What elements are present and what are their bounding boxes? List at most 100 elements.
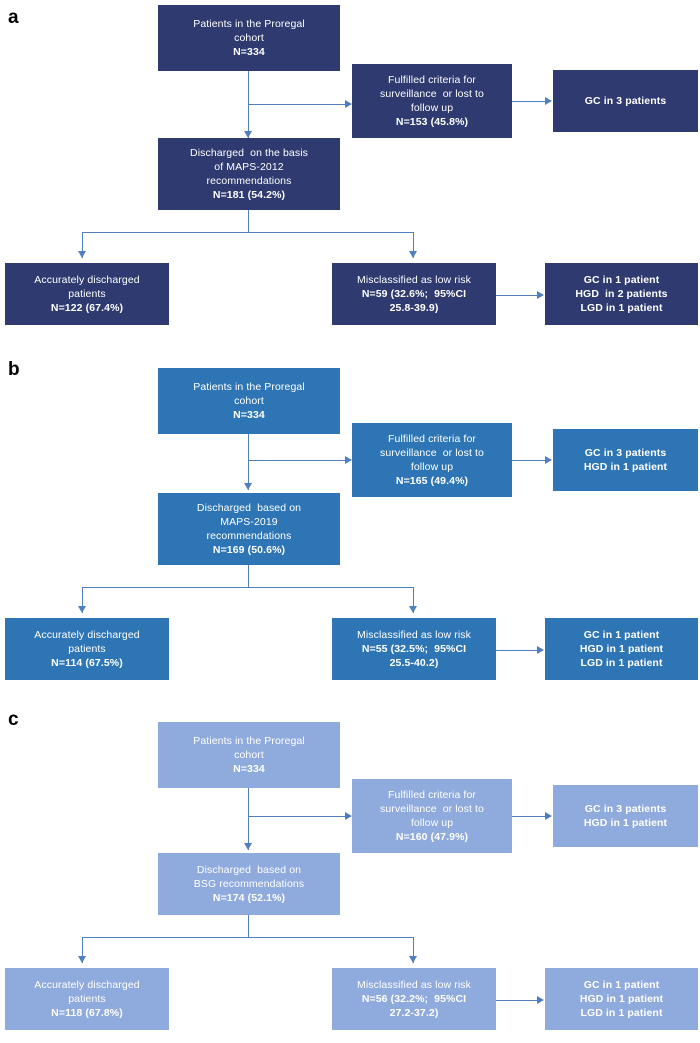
panel-b-connector-split-right — [413, 587, 414, 613]
panel-b-connector-discharged-down — [248, 565, 249, 587]
node-text-line: Patients in the Proregal — [193, 735, 305, 747]
panel-b-connector-split — [82, 587, 414, 588]
node-text-line: of MAPS-2012 — [214, 161, 284, 173]
node-text-line: LGD in 1 patient — [580, 657, 663, 669]
node-text-line: Fulfilled criteria for — [388, 74, 476, 86]
node-text-line: recommendations — [206, 175, 292, 187]
node-text-line: recommendations — [206, 530, 292, 542]
node-text-line: Fulfilled criteria for — [388, 433, 476, 445]
panel-c-arrow-to-excluded — [345, 812, 352, 820]
node-text-line: LGD in 1 patient — [580, 1007, 663, 1019]
node-text-line: HGD in 1 patient — [579, 993, 664, 1005]
panel-a-connector-split-right — [413, 232, 414, 258]
panel-c-connector-split-right — [413, 937, 414, 963]
node-text-line: N=118 (67.8%) — [51, 1007, 123, 1019]
node-text-line: HGD in 1 patient — [583, 817, 668, 829]
panel-a-arrow-to-accurate — [78, 251, 86, 258]
panel-a-letter: a — [8, 7, 19, 28]
panel-c-letter: c — [8, 709, 19, 730]
panel-a-arrow-to-misclassified — [409, 251, 417, 258]
panel-b-node-excluded: Fulfilled criteria for surveillance or lo… — [352, 423, 512, 497]
panel-b-arrow-to-discharged — [244, 483, 252, 490]
node-text-line: patients — [68, 643, 106, 655]
panel-a-connector-discharged-down — [248, 210, 249, 232]
node-text-line: 25.5-40.2) — [389, 657, 439, 669]
node-text-line: HGD in 2 patients — [575, 288, 668, 300]
node-text-line: Accurately discharged — [34, 629, 140, 641]
panel-b-arrow-to-excluded-outcome — [545, 456, 552, 464]
node-text-line: cohort — [234, 395, 264, 407]
panel-a-arrow-to-excluded — [345, 100, 352, 108]
panel-c-arrow-to-misclassified-outcome — [537, 996, 544, 1004]
node-text-line: N=334 — [233, 409, 265, 421]
node-text-line: N=165 (49.4%) — [395, 475, 469, 487]
panel-b-connector-to-excluded — [248, 460, 346, 461]
node-text-line: GC in 3 patients — [584, 803, 667, 815]
panel-a-connector-to-misclassified-outcome — [496, 295, 538, 296]
panel-b-letter: b — [8, 359, 20, 380]
node-text-line: N=56 (32.2%; 95%CI — [361, 993, 467, 1005]
node-text-line: BSG recommendations — [193, 878, 305, 890]
panel-b-connector-split-left — [82, 587, 83, 613]
node-text-line: N=334 — [233, 763, 265, 775]
node-text-line: surveillance or lost to — [380, 803, 484, 815]
panel-c-arrow-to-discharged — [244, 843, 252, 850]
node-text-line: Discharged based on — [196, 502, 302, 514]
panel-b-connector-to-misclassified-outcome — [496, 650, 538, 651]
node-text-line: N=55 (32.5%; 95%CI — [361, 643, 467, 655]
node-text-line: follow up — [410, 461, 454, 473]
panel-c-connector-to-excluded-outcome — [512, 816, 546, 817]
panel-c-arrow-to-misclassified — [409, 956, 417, 963]
panel-a-connector-to-excluded-outcome — [512, 101, 546, 102]
panel-a-connector-split-left — [82, 232, 83, 258]
panel-c-connector-discharged-down — [248, 915, 249, 937]
node-text-line: GC in 3 patients — [584, 447, 667, 459]
panel-c-arrow-to-excluded-outcome — [545, 812, 552, 820]
node-text-line: N=169 (50.6%) — [212, 544, 286, 556]
node-text-line: cohort — [234, 32, 264, 44]
node-text-line: surveillance or lost to — [380, 447, 484, 459]
panel-b-arrow-to-misclassified-outcome — [537, 646, 544, 654]
node-text-line: Fulfilled criteria for — [388, 789, 476, 801]
panel-a-node-discharged: Discharged on the basis of MAPS-2012 recom… — [158, 138, 340, 210]
panel-a-arrow-to-misclassified-outcome — [537, 291, 544, 299]
node-text-line: follow up — [410, 102, 454, 114]
panel-c-connector-to-misclassified-outcome — [496, 1000, 538, 1001]
panel-a-connector-to-excluded — [248, 104, 346, 105]
node-text-line: N=334 — [233, 46, 265, 58]
node-text-line: N=122 (67.4%) — [50, 302, 124, 314]
node-text-line: Discharged on the basis — [190, 147, 308, 159]
node-text-line: GC in 1 patient — [583, 274, 660, 286]
panel-b-connector-cohort-down — [248, 434, 249, 490]
node-text-line: N=59 (32.6%; 95%CI — [361, 288, 467, 300]
node-text-line: 27.2-37.2) — [389, 1007, 439, 1019]
panel-c-connector-to-excluded — [248, 816, 346, 817]
node-text-line: Discharged based on — [196, 864, 302, 876]
panel-c-arrow-to-accurate — [78, 956, 86, 963]
node-text-line: Patients in the Proregal — [193, 18, 305, 30]
node-text-line: N=160 (47.9%) — [395, 831, 469, 843]
node-text-line: Patients in the Proregal — [193, 381, 305, 393]
node-text-line: 25.8-39.9) — [389, 302, 439, 314]
node-text-line: N=153 (45.8%) — [395, 116, 469, 128]
node-text-line: GC in 3 patients — [584, 95, 667, 107]
node-text-line: N=174 (52.1%) — [212, 892, 286, 904]
node-text-line: Accurately discharged — [34, 274, 140, 286]
node-text-line: Misclassified as low risk — [357, 274, 471, 286]
node-text-line: cohort — [234, 749, 264, 761]
